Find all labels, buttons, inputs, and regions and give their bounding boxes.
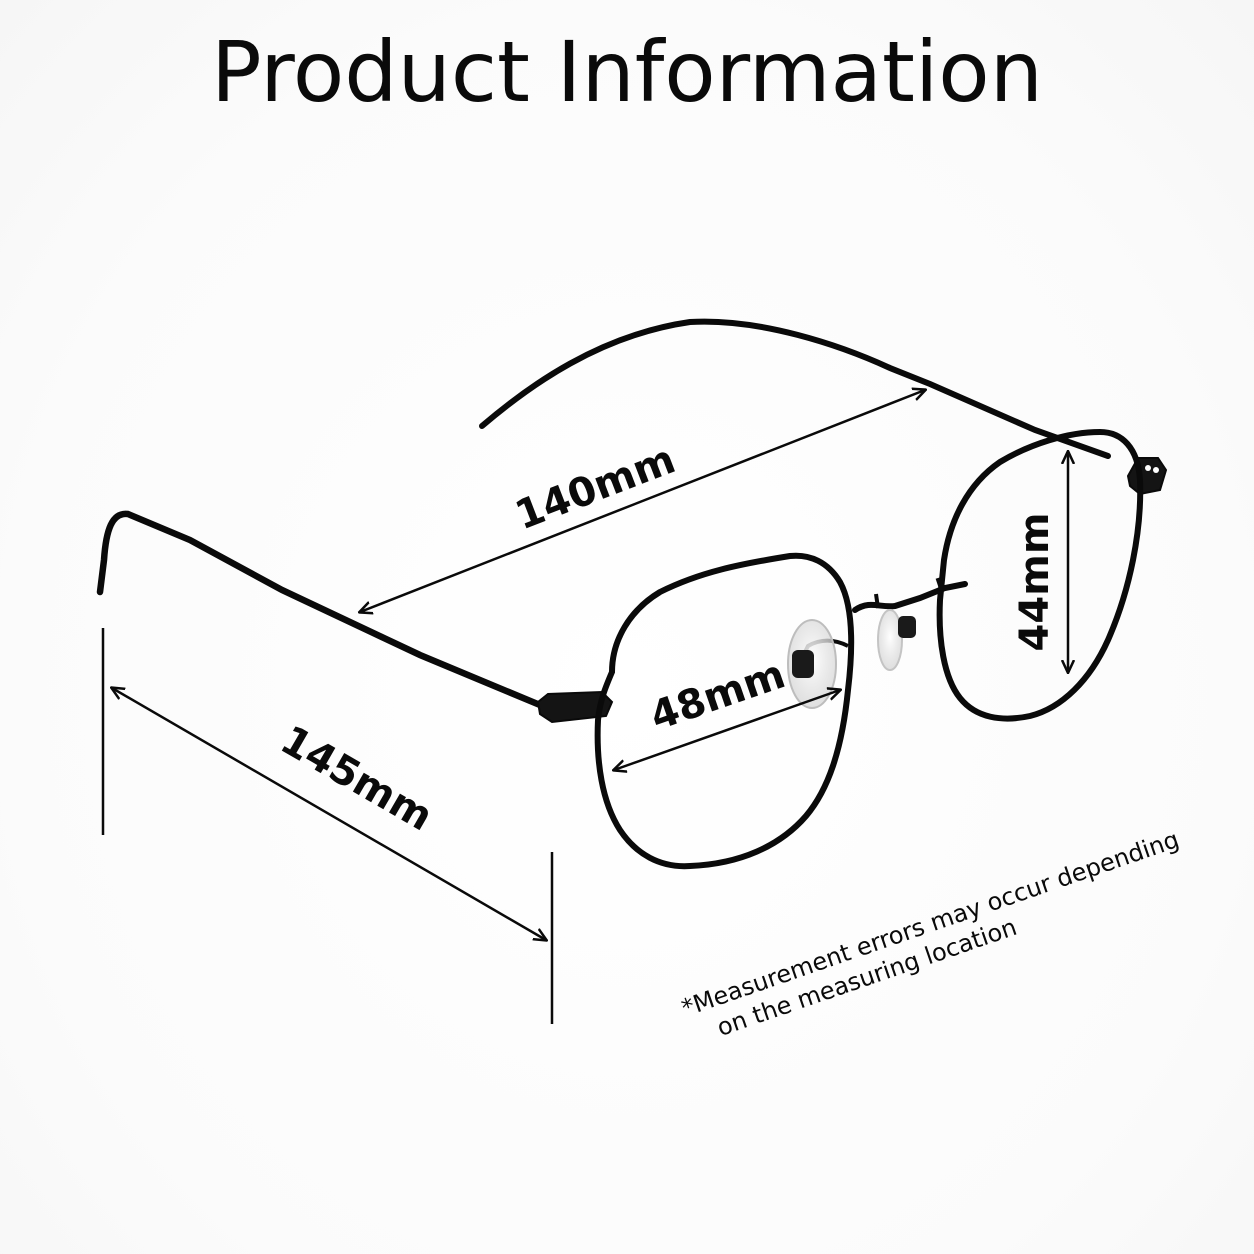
- label-temple-length: 145mm: [273, 717, 441, 840]
- label-lens-height: 44mm: [1012, 512, 1058, 651]
- label-lens-width: 48mm: [645, 651, 791, 740]
- dimension-arrow-48: [614, 690, 840, 770]
- far-hinge: [1126, 457, 1168, 496]
- dimension-arrow-140: [360, 390, 925, 612]
- dimension-arrow-145: [112, 688, 546, 940]
- far-lens-rim: [936, 428, 1144, 722]
- far-nose-pad: [877, 609, 903, 671]
- page-title: Product Information: [211, 23, 1043, 121]
- near-temple-arm: [96, 510, 544, 709]
- bridge: [852, 581, 968, 613]
- far-temple-arm: [479, 318, 1111, 459]
- measurement-note: *Measurement errors may occur depending …: [678, 825, 1182, 1042]
- label-temple-span: 140mm: [509, 436, 681, 539]
